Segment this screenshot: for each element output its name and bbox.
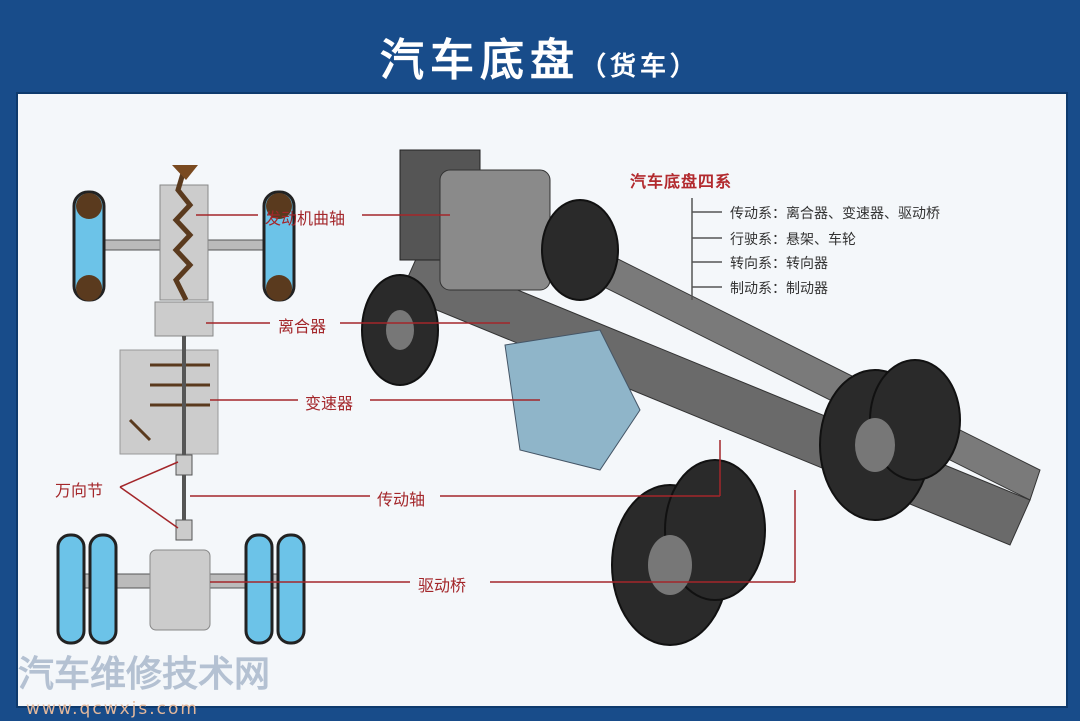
legend-title: 汽车底盘四系 xyxy=(630,172,733,191)
legend: 汽车底盘四系 传动系：离合器、变速器、驱动桥 行驶系：悬架、车轮 转向系：转向器… xyxy=(630,168,940,297)
title-sub: （货车） xyxy=(579,52,700,82)
engine-crankshaft-schematic xyxy=(154,165,214,337)
label-clutch: 离合器 xyxy=(278,317,327,336)
title-main: 汽车底盘 xyxy=(379,35,580,86)
legend-item: 制动系：制动器 xyxy=(730,281,828,297)
label-drive-axle: 驱动桥 xyxy=(418,576,467,595)
label-drive-shaft: 传动轴 xyxy=(377,490,426,509)
legend-item: 行驶系：悬架、车轮 xyxy=(730,232,856,248)
poster-title: 汽车底盘（货车） xyxy=(0,24,1080,88)
gearbox-schematic xyxy=(119,349,219,455)
truck-chassis-illustration xyxy=(361,149,1041,646)
leader-lines xyxy=(119,214,796,583)
legend-tree-lines xyxy=(691,198,722,300)
watermark-text: 汽车维修技术网 xyxy=(18,654,271,695)
legend-item: 转向系：转向器 xyxy=(730,256,828,272)
legend-item: 传动系：离合器、变速器、驱动桥 xyxy=(730,206,940,222)
label-crankshaft: 发动机曲轴 xyxy=(265,209,346,228)
label-gearbox: 变速器 xyxy=(305,394,354,413)
rear-axle-schematic xyxy=(56,533,306,645)
watermark-url: www.qcwxjs.com xyxy=(26,699,199,719)
label-universal-joint: 万向节 xyxy=(55,481,104,500)
drive-shaft-schematic xyxy=(175,336,193,541)
